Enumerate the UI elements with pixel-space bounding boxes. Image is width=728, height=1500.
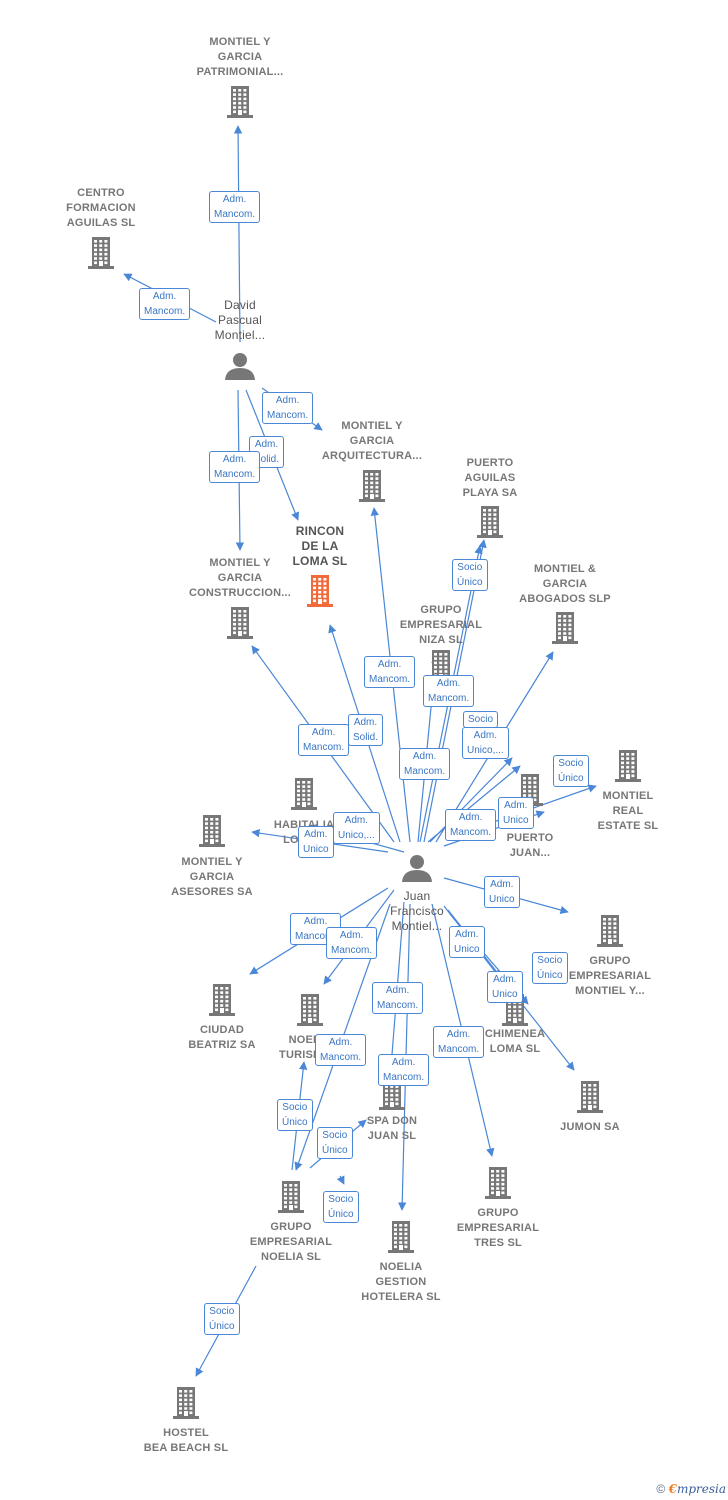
node-label-juan[interactable]: Juan Francisco Montiel... bbox=[390, 889, 444, 933]
building-icon-rincon[interactable] bbox=[307, 575, 333, 607]
edge-label-adm-unico[interactable]: Adm. Unico bbox=[484, 876, 520, 908]
node-label-montiel-abogados[interactable]: MONTIEL & GARCIA ABOGADOS SLP bbox=[519, 563, 611, 605]
building-icon-montiel-abogados[interactable] bbox=[552, 612, 578, 644]
node-label-hostel-bea[interactable]: HOSTEL BEA BEACH SL bbox=[143, 1427, 229, 1454]
node-label-grupo-niza[interactable]: GRUPO EMPRESARIAL NIZA SL bbox=[399, 604, 483, 646]
footer-credit: © €mpresia bbox=[656, 1482, 726, 1496]
building-icon-puerto-aguilas[interactable] bbox=[477, 506, 503, 538]
building-icon-ciudad-beatriz[interactable] bbox=[209, 984, 235, 1016]
building-icon-habitalia[interactable] bbox=[291, 778, 317, 810]
building-icon-grupo-noelia[interactable] bbox=[278, 1181, 304, 1213]
node-label-grupo-tres[interactable]: GRUPO EMPRESARIAL TRES SL bbox=[456, 1207, 540, 1249]
edge-grupo-noelia-to-noelia-gestion bbox=[336, 1175, 345, 1185]
building-icon-montiel-arquitectura[interactable] bbox=[359, 470, 385, 502]
edge-juan-to-puerto-juan bbox=[429, 757, 513, 843]
edge-label-socio-nico[interactable]: Socio Único bbox=[553, 755, 589, 787]
edge-label-adm-mancom[interactable]: Adm. Mancom. bbox=[433, 1026, 485, 1058]
building-icon-centro-formacion[interactable] bbox=[88, 237, 114, 269]
building-icon-montiel-asesores[interactable] bbox=[199, 815, 225, 847]
edge-label-adm-mancom[interactable]: Adm. Mancom. bbox=[399, 748, 451, 780]
edge-label-adm-unico[interactable]: Adm. Unico bbox=[498, 797, 534, 829]
edge-label-adm-mancom[interactable]: Adm. Mancom. bbox=[372, 982, 424, 1014]
edge-label-adm-mancom[interactable]: Adm. Mancom. bbox=[315, 1034, 367, 1066]
edge-label-adm-solid[interactable]: Adm. Solid. bbox=[348, 714, 384, 746]
edge-label-adm-unico[interactable]: Adm. Unico bbox=[449, 926, 485, 958]
building-icon-hostel-bea[interactable] bbox=[173, 1387, 199, 1419]
empresia-logo[interactable]: €mpresia bbox=[668, 1482, 726, 1496]
edge-label-adm-mancom[interactable]: Adm. Mancom. bbox=[364, 656, 416, 688]
node-label-grupo-noelia[interactable]: GRUPO EMPRESARIAL NOELIA SL bbox=[249, 1221, 333, 1263]
building-icon-grupo-tres[interactable] bbox=[485, 1167, 511, 1199]
node-label-montiel-patrimonial[interactable]: MONTIEL Y GARCIA PATRIMONIAL... bbox=[196, 36, 284, 78]
building-icon-montiel-construccion[interactable] bbox=[227, 607, 253, 639]
edge-label-adm-unico[interactable]: Adm. Unico,... bbox=[462, 727, 509, 759]
building-icon-montiel-patrimonial[interactable] bbox=[227, 86, 253, 118]
node-label-montiel-asesores[interactable]: MONTIEL Y GARCIA ASESORES SA bbox=[171, 856, 253, 898]
edge-label-socio-nico[interactable]: Socio Único bbox=[204, 1303, 240, 1335]
edge-label-adm-mancom[interactable]: Adm. Mancom. bbox=[262, 392, 314, 424]
edge-label-adm-mancom[interactable]: Adm. Mancom. bbox=[209, 191, 261, 223]
node-label-chimenea[interactable]: CHIMENEA LOMA SL bbox=[484, 1028, 546, 1055]
node-label-noelia-gestion[interactable]: NOELIA GESTION HOTELERA SL bbox=[361, 1261, 441, 1303]
edge-label-socio-nico[interactable]: Socio Único bbox=[532, 952, 568, 984]
node-label-puerto-aguilas[interactable]: PUERTO AGUILAS PLAYA SA bbox=[462, 457, 518, 499]
building-icon-grupo-montiel[interactable] bbox=[597, 915, 623, 947]
building-icon-jumon[interactable] bbox=[577, 1081, 603, 1113]
edge-label-socio-nico[interactable]: Socio Único bbox=[323, 1191, 359, 1223]
edge-label-adm-mancom[interactable]: Adm. Mancom. bbox=[298, 724, 350, 756]
edge-label-adm-mancom[interactable]: Adm. Mancom. bbox=[326, 927, 378, 959]
node-label-montiel-arquitectura[interactable]: MONTIEL Y GARCIA ARQUITECTURA... bbox=[321, 420, 423, 462]
copyright-symbol: © bbox=[656, 1482, 666, 1496]
icon-layer bbox=[88, 86, 641, 1419]
edge-label-adm-mancom[interactable]: Adm. Mancom. bbox=[445, 809, 497, 841]
node-label-ciudad-beatriz[interactable]: CIUDAD BEATRIZ SA bbox=[188, 1024, 256, 1051]
edge-label-socio-nico[interactable]: Socio Único bbox=[277, 1099, 313, 1131]
node-label-david[interactable]: David Pascual Montiel... bbox=[214, 298, 266, 342]
edge-label-socio-nico[interactable]: Socio Único bbox=[317, 1127, 353, 1159]
edge-david-to-montiel-patrimonial bbox=[233, 125, 243, 343]
node-label-jumon[interactable]: JUMON SA bbox=[560, 1121, 620, 1133]
person-icon-david[interactable] bbox=[225, 353, 255, 380]
building-icon-noelia-turismo[interactable] bbox=[297, 994, 323, 1026]
node-label-rincon[interactable]: RINCON DE LA LOMA SL bbox=[292, 524, 348, 568]
node-label-centro-formacion[interactable]: CENTRO FORMACION AGUILAS SL bbox=[66, 187, 136, 229]
person-icon-juan[interactable] bbox=[402, 855, 432, 882]
edge-label-adm-mancom[interactable]: Adm. Mancom. bbox=[209, 451, 261, 483]
edge-label-adm-mancom[interactable]: Adm. Mancom. bbox=[378, 1054, 430, 1086]
building-icon-noelia-gestion[interactable] bbox=[388, 1221, 414, 1253]
node-label-montiel-construccion[interactable]: MONTIEL Y GARCIA CONSTRUCCION... bbox=[189, 557, 291, 599]
node-label-grupo-montiel[interactable]: GRUPO EMPRESARIAL MONTIEL Y... bbox=[568, 955, 652, 997]
edge-label-adm-mancom[interactable]: Adm. Mancom. bbox=[423, 675, 475, 707]
edge-label-adm-mancom[interactable]: Adm. Mancom. bbox=[139, 288, 191, 320]
building-icon-montiel-real[interactable] bbox=[615, 750, 641, 782]
node-label-spa-don-juan[interactable]: SPA DON JUAN SL bbox=[366, 1115, 418, 1142]
node-label-montiel-real[interactable]: MONTIEL REAL ESTATE SL bbox=[597, 790, 659, 832]
edge-label-adm-unico[interactable]: Adm. Unico,... bbox=[333, 812, 380, 844]
edge-label-socio[interactable]: Socio bbox=[463, 711, 499, 728]
edge-label-adm-unico[interactable]: Adm. Unico bbox=[298, 826, 334, 858]
edge-label-adm-unico[interactable]: Adm. Unico bbox=[487, 971, 523, 1003]
edge-label-socio-nico[interactable]: Socio Único bbox=[452, 559, 488, 591]
